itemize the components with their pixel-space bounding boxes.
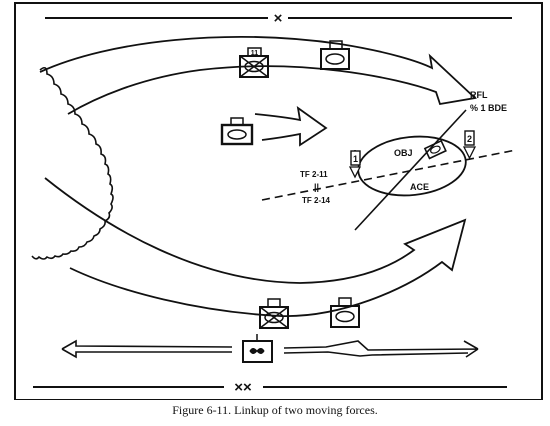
objective-label: OBJ xyxy=(394,148,413,158)
figure-caption: Figure 6-11. Linkup of two moving forces… xyxy=(172,403,378,417)
rfl-unit-label: % 1 BDE xyxy=(470,103,507,113)
tf-divider: || xyxy=(314,182,319,192)
center-arrow xyxy=(254,106,328,147)
rfl-label: RFL xyxy=(470,90,488,100)
rear-boundary-arrow xyxy=(61,339,479,359)
obstacle-line xyxy=(31,66,114,260)
unit-symbol-mech-upper: 11 xyxy=(239,47,269,78)
unit-symbol-armor-upper xyxy=(320,40,350,70)
bottom-boundary: ×× xyxy=(33,379,507,396)
flag-right-number: 2 xyxy=(467,134,472,144)
tf-upper-label: TF 2-11 xyxy=(300,170,328,179)
unit-symbol-center xyxy=(220,117,254,146)
tf-lower-label: TF 2-14 xyxy=(302,196,331,205)
objective-name: ACE xyxy=(410,182,429,192)
flag-left-number: 1 xyxy=(353,154,358,164)
lower-maneuver-arrow xyxy=(44,177,467,317)
diagram-frame xyxy=(14,2,543,401)
unit-number: 11 xyxy=(251,50,259,57)
rfl-line xyxy=(354,109,467,231)
linkup-diagram: × ×× 11 xyxy=(14,2,543,401)
unit-symbol-mech-lower xyxy=(259,298,289,329)
bottom-boundary-symbol: ×× xyxy=(234,379,252,396)
top-boundary-symbol: × xyxy=(274,10,283,27)
top-boundary: × xyxy=(45,10,512,27)
unit-symbol-armor-lower xyxy=(330,297,360,328)
task-force-boundary xyxy=(261,149,517,201)
upper-maneuver-arrow xyxy=(39,36,477,115)
unit-symbol-rear xyxy=(242,334,273,363)
flag-left: 1 xyxy=(348,150,362,179)
flag-right: 2 xyxy=(462,130,477,160)
